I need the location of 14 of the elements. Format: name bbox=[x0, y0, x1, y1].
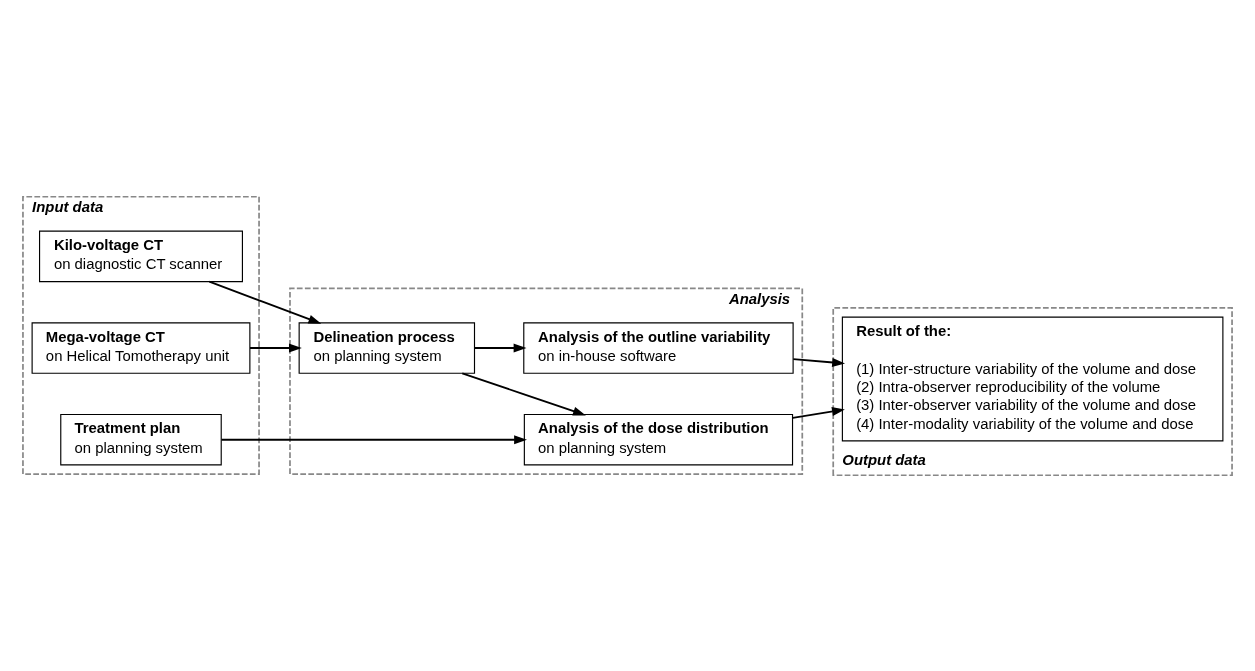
arrow bbox=[461, 371, 586, 415]
node-box: Analysis of the dose distribution on planning system bbox=[523, 413, 794, 465]
node-box: Kilo-voltage CT on diagnostic CT scanner bbox=[39, 230, 243, 282]
arrow bbox=[208, 280, 322, 324]
node-box: Treatment plan on planning system bbox=[60, 413, 222, 465]
node-box: Analysis of the outline variability on in-house software bbox=[523, 321, 794, 374]
node-box: Result of the: (1) Inter-structure variability of the volume and dose (2) Intra-observer reproducibility of the volume (3) Inter-observer variability of the volume and dose (4) Inter-modality variability of the volume and dose bbox=[841, 316, 1224, 441]
arrow bbox=[473, 343, 527, 353]
arrow bbox=[792, 357, 846, 367]
arrow bbox=[249, 343, 302, 353]
arrow bbox=[791, 406, 845, 419]
node-box: Mega-voltage CT on Helical Tomotherapy unit bbox=[31, 321, 251, 374]
arrow bbox=[220, 434, 527, 444]
node-box: Delineation process on planning system bbox=[298, 321, 476, 374]
